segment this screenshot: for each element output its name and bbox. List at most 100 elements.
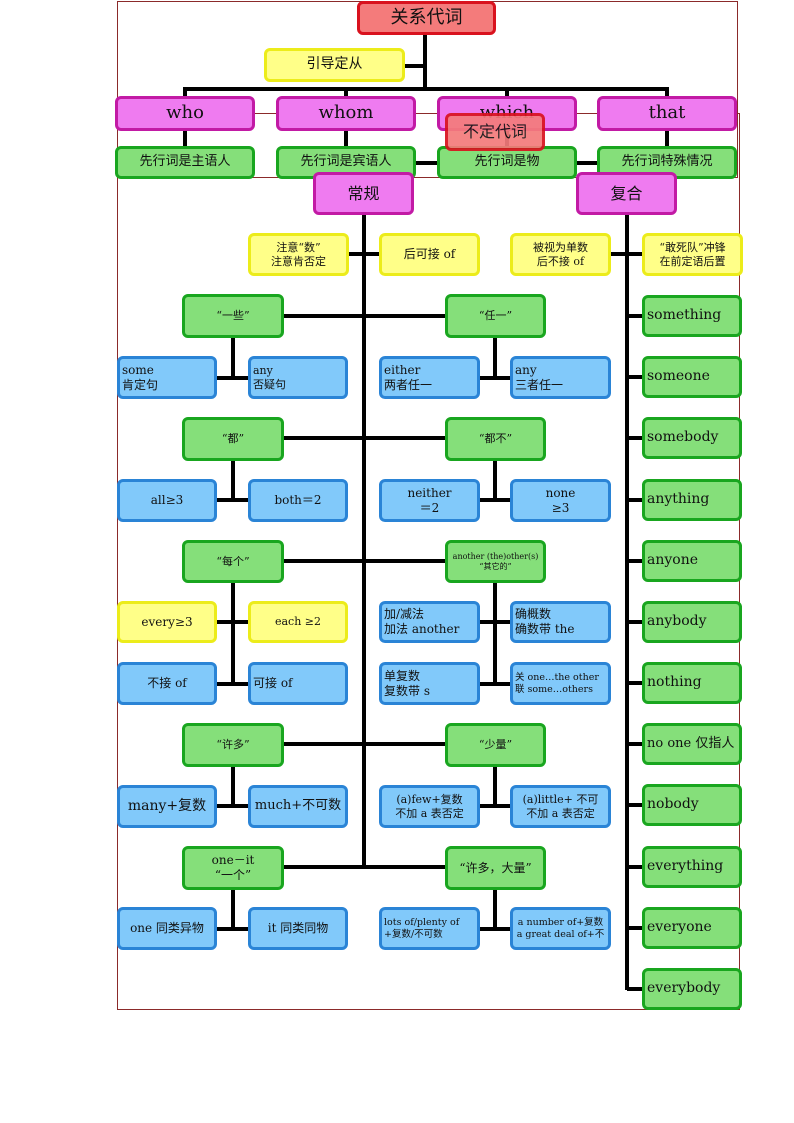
connector [283, 436, 445, 440]
connector [493, 337, 497, 378]
role-who: 先行词是主语人 [115, 146, 255, 179]
connector [478, 682, 511, 686]
connector [478, 927, 511, 931]
connector [423, 35, 427, 89]
connector [627, 742, 644, 746]
connector [505, 87, 509, 97]
note-number: 注意“数” 注意肯否定 [248, 233, 349, 276]
note-of: 后可接 of [379, 233, 480, 276]
connector [216, 376, 249, 380]
connector [493, 765, 497, 806]
item-all: all≥3 [117, 479, 217, 522]
connector [183, 131, 187, 147]
connector [493, 581, 497, 684]
connector [183, 87, 669, 91]
pronoun-that: that [597, 96, 737, 131]
item-none: none ≥3 [510, 479, 611, 522]
connector [627, 926, 644, 930]
connector [216, 682, 249, 686]
item-exact-count: 确概数 确数带 the [510, 601, 611, 643]
connector [665, 87, 669, 97]
item-much: much+不可数 [248, 785, 348, 828]
connector [478, 498, 511, 502]
compound-nobody: nobody [642, 784, 742, 826]
connector [610, 252, 642, 256]
connector [216, 620, 249, 624]
item-each-of: 可接 of [248, 662, 348, 705]
connector [627, 498, 644, 502]
relative-clause-intro: 引导定从 [264, 48, 405, 82]
connector [478, 804, 511, 808]
compound-branch: 复合 [576, 172, 677, 215]
group-every: “每个” [182, 540, 284, 583]
connector [493, 459, 497, 500]
item-it: it 同类同物 [248, 907, 348, 950]
connector [362, 215, 366, 868]
connector [627, 436, 644, 440]
note-singular: 被视为单数 后不接 of [510, 233, 611, 276]
connector [283, 314, 445, 318]
regular-branch: 常规 [313, 172, 414, 215]
connector [283, 559, 445, 563]
connector [625, 215, 629, 990]
item-some: some 肯定句 [117, 356, 217, 399]
item-little: (a)little+ 不可 不加 a 表否定 [510, 785, 611, 828]
connector [348, 252, 380, 256]
connector [344, 131, 348, 147]
pronoun-whom: whom [276, 96, 416, 131]
connector [283, 865, 445, 869]
connector [231, 459, 235, 500]
connector [283, 742, 445, 746]
item-every: every≥3 [117, 601, 217, 643]
connector [344, 87, 348, 97]
compound-somebody: somebody [642, 417, 742, 459]
compound-something: something [642, 295, 742, 337]
compound-anybody: anybody [642, 601, 742, 643]
connector [231, 581, 235, 684]
connector [493, 888, 497, 929]
compound-someone: someone [642, 356, 742, 398]
connector [627, 865, 644, 869]
connector [665, 131, 669, 147]
item-any-three: any 三者任一 [510, 356, 611, 399]
compound-nothing: nothing [642, 662, 742, 704]
group-another: another (the)other(s) “其它的” [445, 540, 546, 583]
compound-everyone: everyone [642, 907, 742, 949]
compound-everybody: everybody [642, 968, 742, 1010]
group-many: “许多” [182, 723, 284, 767]
connector [627, 375, 644, 379]
pronoun-who: who [115, 96, 255, 131]
connector [627, 559, 644, 563]
item-either: either 两者任一 [379, 356, 480, 399]
connector [627, 314, 644, 318]
connector [216, 498, 249, 502]
item-neither: neither ＝2 [379, 479, 480, 522]
item-addition: 加/减法 加法 another [379, 601, 480, 643]
item-both: both＝2 [248, 479, 348, 522]
connector [183, 87, 187, 97]
item-many: many+复数 [117, 785, 217, 828]
connector [478, 376, 511, 380]
compound-everything: everything [642, 846, 742, 888]
item-few: (a)few+复数 不加 a 表否定 [379, 785, 480, 828]
item-any-negative: any 否疑句 [248, 356, 348, 399]
connector [231, 765, 235, 806]
connector [627, 987, 644, 991]
connector [216, 927, 249, 931]
group-few: “少量” [445, 723, 546, 767]
compound-no-one: no one 仅指人 [642, 723, 742, 765]
item-lots-of: lots of/plenty of +复数/不可数 [379, 907, 480, 950]
connector [627, 803, 644, 807]
group-either: “任一” [445, 294, 546, 338]
item-every-no-of: 不接 of [117, 662, 217, 705]
group-one: one－it “一个” [182, 846, 284, 890]
item-correlative: 关 one…the other 联 some…others [510, 662, 611, 705]
group-some: “一些” [182, 294, 284, 338]
compound-anyone: anyone [642, 540, 742, 582]
connector [627, 620, 644, 624]
connector [404, 64, 425, 68]
item-one: one 同类异物 [117, 907, 217, 950]
group-neither: “都不” [445, 417, 546, 461]
note-postposition: “敢死队”冲锋 在前定语后置 [642, 233, 743, 276]
connector [478, 620, 511, 624]
